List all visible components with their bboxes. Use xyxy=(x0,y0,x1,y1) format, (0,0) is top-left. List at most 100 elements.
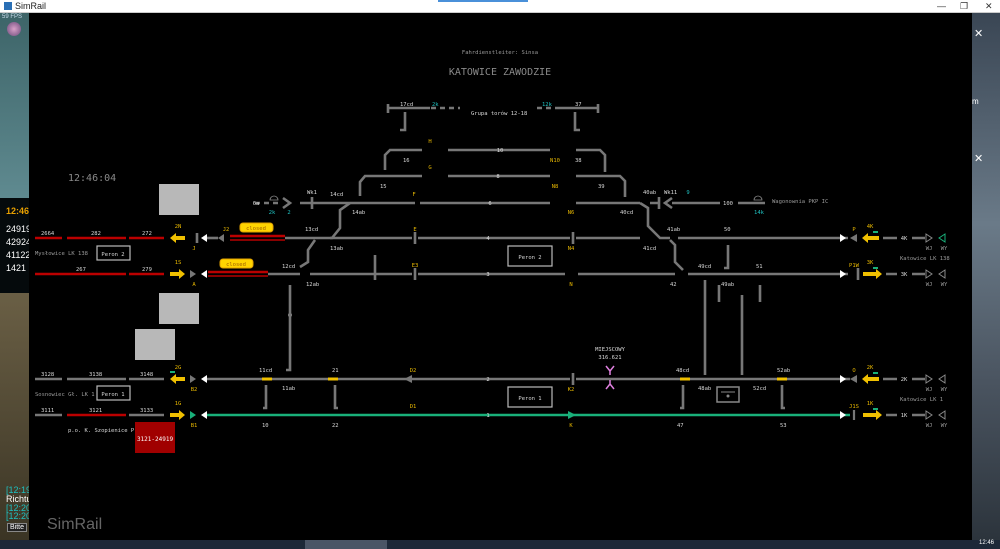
switch-label: 13cd xyxy=(305,227,318,233)
train-window[interactable] xyxy=(135,329,175,360)
game-background xyxy=(0,13,29,198)
block-label: 272 xyxy=(142,231,152,237)
signal-label: D1 xyxy=(410,404,417,410)
switch-label: 14ab xyxy=(352,210,365,216)
platform-peron1-left: Peron 1 xyxy=(96,385,131,401)
signal-label: 2G xyxy=(175,365,182,371)
signal-arrow-left-icon[interactable] xyxy=(170,233,185,243)
switch-label: 49ab xyxy=(721,282,734,288)
block-label: 3128 xyxy=(41,372,54,378)
train-number[interactable]: 1421 xyxy=(6,263,27,273)
line-label: Sosnowiec Gł. LK 1 xyxy=(35,392,95,398)
switch-label: 10 xyxy=(262,423,269,429)
platform-peron2-left: Peron 2 xyxy=(96,245,131,261)
train-tag-box[interactable] xyxy=(135,422,175,453)
switch-label: 49cd xyxy=(698,264,711,270)
signal-label: WJ xyxy=(926,246,933,252)
restore-button[interactable]: ❐ xyxy=(960,1,969,11)
switch-label: 41ab xyxy=(667,227,680,233)
window-titlebar: SimRail — ❐ ✕ xyxy=(0,0,1000,13)
block-label: 3133 xyxy=(140,408,153,414)
route-number: 9 xyxy=(686,190,689,196)
switch-label: 21 xyxy=(332,368,339,374)
clock: 12:46:04 xyxy=(68,173,116,184)
crossing-label: MIEJSCOWY xyxy=(595,347,625,353)
switch-label: 53 xyxy=(780,423,787,429)
signal-head-icon[interactable] xyxy=(190,411,196,419)
train-window[interactable] xyxy=(159,184,199,215)
signal-arrow-left-icon[interactable] xyxy=(170,374,185,384)
switch-label: 40ab xyxy=(643,190,656,196)
signal-head-icon[interactable] xyxy=(218,234,224,242)
track-number: 2K xyxy=(901,377,908,383)
train-tag[interactable]: 3121-24919 xyxy=(137,436,174,443)
simrail-logo-icon xyxy=(4,2,12,10)
signal-label: J2 xyxy=(223,227,230,233)
signal-label: WY xyxy=(941,282,948,288)
signal-arrow-right-icon[interactable] xyxy=(170,269,185,279)
signal-arrow-right-icon[interactable] xyxy=(863,269,882,279)
track-number: 4 xyxy=(486,236,490,242)
crossing-barrier-icon[interactable] xyxy=(605,380,615,390)
close-icon[interactable]: ✕ xyxy=(974,153,984,165)
close-button[interactable]: ✕ xyxy=(985,1,993,11)
switch-label: 52cd xyxy=(753,386,766,392)
crossing-barrier-icon[interactable] xyxy=(605,365,615,375)
po-label: p.o. K. Szopienice P xyxy=(68,428,135,434)
taskbar-app-simrail[interactable] xyxy=(305,540,387,549)
track-diagram: Fahrdienstleiter: Sinsa KATOWICE ZAWODZI… xyxy=(35,50,950,533)
close-icon[interactable]: ✕ xyxy=(974,28,984,40)
signal-head-icon[interactable] xyxy=(840,234,846,419)
track-number: 6a xyxy=(253,201,260,207)
signal-label: G xyxy=(428,165,431,171)
chat-line: Richtu xyxy=(6,494,29,504)
signal-head-icon[interactable] xyxy=(190,375,196,383)
track-number: 6 xyxy=(488,201,491,207)
closed-badge[interactable]: closed xyxy=(239,222,274,233)
switch-label: 48ab xyxy=(698,386,711,392)
panel-label: m xyxy=(972,97,979,106)
chat-button[interactable]: Bitte xyxy=(7,523,28,532)
platform-label: Peron 1 xyxy=(101,392,124,398)
route-number: 2 xyxy=(287,210,290,216)
switch-label: 39 xyxy=(598,184,605,190)
train-number[interactable]: 42924 xyxy=(6,237,29,247)
switch-label: 17cd xyxy=(400,102,413,108)
minimize-button[interactable]: — xyxy=(937,1,946,11)
switch-label: 52ab xyxy=(777,368,790,374)
app-title-text: SimRail xyxy=(15,1,47,11)
train-window[interactable] xyxy=(159,293,199,324)
signal-arrow-left-icon[interactable] xyxy=(862,233,879,243)
switch-label: 37 xyxy=(575,102,582,108)
signal-arrow-left-icon[interactable] xyxy=(862,374,879,384)
train-number[interactable]: 41122 xyxy=(6,250,29,260)
closed-badge[interactable]: closed xyxy=(219,258,254,269)
signal-head-icon[interactable] xyxy=(201,234,207,419)
crossing-km: 316.621 xyxy=(598,355,621,361)
line-label: Wagonownia PKP IC xyxy=(772,199,828,205)
titlebar-progress xyxy=(438,0,528,2)
route-number: 2k xyxy=(269,210,276,216)
switch-label: 42 xyxy=(670,282,677,288)
platform-peron2: Peron 2 xyxy=(507,245,553,267)
signal-arrow-right-icon[interactable] xyxy=(170,410,185,420)
signal-label: B2 xyxy=(191,387,198,393)
signal-label: P xyxy=(852,227,856,233)
train-number[interactable]: 24919 xyxy=(6,224,29,234)
route-number: 2k xyxy=(432,102,439,108)
chat-line: [12:20 xyxy=(6,503,29,513)
block-label: 282 xyxy=(91,231,101,237)
equipment-box-icon[interactable] xyxy=(716,386,740,403)
avatar[interactable] xyxy=(7,22,21,36)
signal-label: F xyxy=(412,192,415,198)
block-label: 279 xyxy=(142,267,152,273)
track-number: 4K xyxy=(901,236,908,242)
switch-label: 48cd xyxy=(676,368,689,374)
switch-label: Wk11 xyxy=(664,190,677,196)
signal-label: N xyxy=(569,282,572,288)
signal-arrow-right-icon[interactable] xyxy=(863,410,882,420)
platform-label: Peron 2 xyxy=(518,255,541,261)
signal-head-icon[interactable] xyxy=(850,234,857,383)
signal-head-icon[interactable] xyxy=(190,270,196,278)
switch-label: 47 xyxy=(677,423,684,429)
